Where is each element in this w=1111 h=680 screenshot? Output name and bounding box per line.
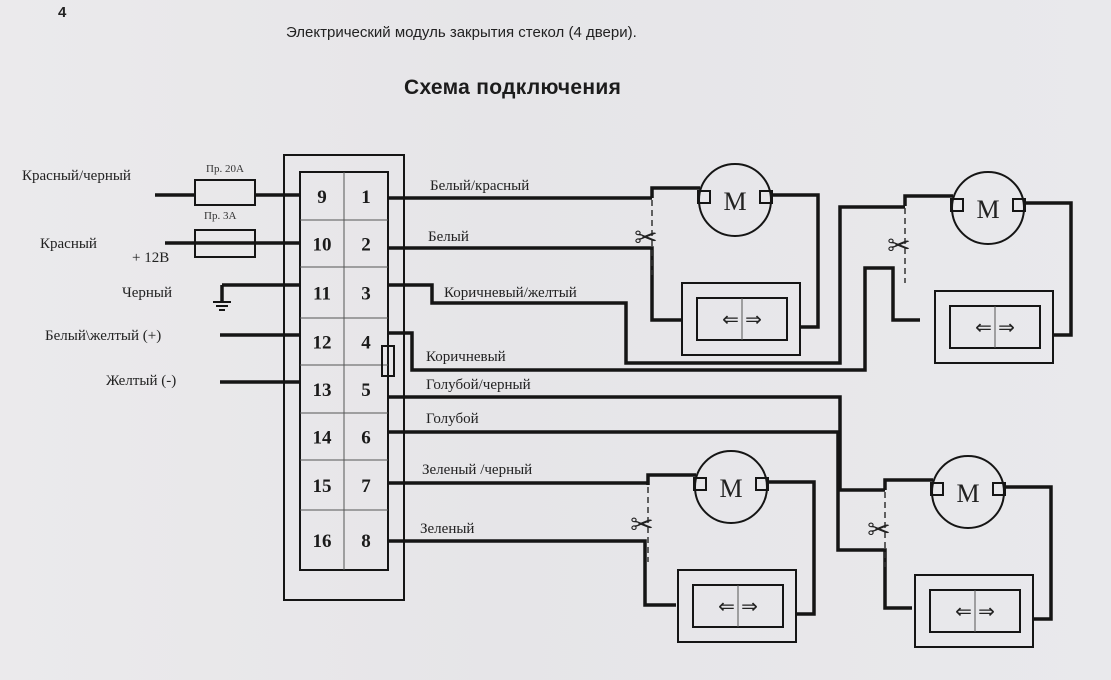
window-switch-arrows-icon: ⇐ ⇒ — [955, 599, 995, 623]
page-number: 4 — [58, 4, 67, 21]
wire-pin-6 — [388, 430, 912, 610]
wire-pin-8 — [388, 539, 676, 607]
door-unit-front-right: M ✂ ⇐ ⇒ — [887, 171, 1073, 364]
diagram-title: Схема подключения — [404, 76, 622, 99]
pin-number-10: 10 — [313, 235, 332, 256]
wire-pin-3 — [388, 205, 905, 365]
pin-number-7: 7 — [361, 476, 371, 497]
ground-icon — [213, 301, 231, 311]
fuse-3a — [194, 229, 256, 258]
pin-number-12: 12 — [313, 333, 332, 354]
window-switch-arrows-icon: ⇐ ⇒ — [975, 315, 1015, 339]
wire-label-5: Голубой/черный — [426, 377, 531, 393]
wire-pin-2 — [388, 246, 682, 322]
motor-wiring — [883, 478, 1053, 621]
window-switch-outer — [681, 282, 801, 356]
fuse-label-3a: Пр. 3А — [204, 210, 236, 222]
input-label-12: Белый\желтый (+) — [45, 328, 161, 344]
fuse-label-20a: Пр. 20А — [206, 163, 244, 175]
wire-pin-11 — [220, 283, 300, 302]
motor-label: M — [723, 187, 746, 216]
window-switch-outer — [677, 569, 797, 643]
wire-pin-5 — [388, 395, 885, 492]
input-label-13: Желтый (-) — [106, 373, 176, 389]
motor-terminal-right — [992, 482, 1006, 496]
window-switch-arrows-icon: ⇐ ⇒ — [718, 594, 758, 618]
wire-label-1: Белый/красный — [430, 178, 529, 194]
door-unit-rear-left: M ✂ ⇐ ⇒ — [630, 450, 816, 643]
pin-number-2: 2 — [361, 235, 371, 256]
connector-block: 9 1 10 2 11 3 12 4 13 5 14 6 15 7 16 8 — [283, 154, 405, 601]
pin-number-16: 16 — [313, 531, 332, 552]
connector-outer-frame — [283, 154, 405, 601]
motor-label: M — [719, 474, 742, 503]
scissors-icon: ✂ — [867, 513, 890, 546]
motor-wiring — [646, 473, 816, 616]
pin-number-9: 9 — [317, 187, 327, 208]
scissors-icon: ✂ — [887, 229, 910, 262]
wire-pin-4 — [388, 266, 920, 372]
door-unit-front-left: M ✂ ⇐ ⇒ — [634, 163, 820, 356]
fuse-20a — [194, 179, 256, 206]
pin-number-1: 1 — [361, 187, 371, 208]
motor-terminal-left — [930, 482, 944, 496]
motor-terminal-left — [950, 198, 964, 212]
pin-number-8: 8 — [361, 531, 371, 552]
pin-number-5: 5 — [361, 380, 371, 401]
scissors-icon: ✂ — [634, 221, 657, 254]
wire-label-6: Голубой — [426, 411, 479, 427]
door-unit-rear-right: M ✂ ⇐ ⇒ — [867, 455, 1053, 648]
wire-label-2: Белый — [428, 229, 469, 245]
pin-number-13: 13 — [313, 380, 332, 401]
input-label-10: Красный — [40, 236, 97, 252]
connector-jumper — [381, 345, 395, 377]
door-units: M ✂ ⇐ ⇒ M ✂ ⇐ ⇒ M ✂ ⇐ ⇒ M ✂ ⇐ ⇒ — [630, 163, 1073, 648]
window-switch-outer — [914, 574, 1034, 648]
motor-label: M — [956, 479, 979, 508]
pin-number-14: 14 — [313, 428, 333, 449]
motor-terminal-right — [755, 477, 769, 491]
page-subtitle: Электрический модуль закрытия стекол (4 … — [286, 24, 637, 41]
wire-label-7: Зеленый /черный — [422, 462, 532, 478]
motor-terminal-right — [759, 190, 773, 204]
motor-wiring — [903, 194, 1073, 337]
window-switch-arrows-icon: ⇐ ⇒ — [722, 307, 762, 331]
pin-number-3: 3 — [361, 284, 371, 305]
pin-number-6: 6 — [361, 428, 371, 449]
motor-terminal-left — [693, 477, 707, 491]
right-wires: Белый/красный Белый Коричневый/желтый Ко… — [388, 178, 920, 610]
pin-grid: 9 1 10 2 11 3 12 4 13 5 14 6 15 7 16 8 — [300, 187, 388, 552]
motor-terminal-left — [697, 190, 711, 204]
pin-number-11: 11 — [313, 284, 331, 305]
input-label-9: Красный/черный — [22, 168, 131, 184]
wire-label-8: Зеленый — [420, 521, 474, 537]
motor-terminal-right — [1012, 198, 1026, 212]
wire-label-3: Коричневый/желтый — [444, 285, 577, 301]
voltage-note: + 12В — [132, 250, 169, 266]
window-switch-outer — [934, 290, 1054, 364]
pin-number-15: 15 — [313, 476, 332, 497]
wire-label-4: Коричневый — [426, 349, 506, 365]
motor-label: M — [976, 195, 999, 224]
input-label-11: Черный — [122, 285, 172, 301]
left-inputs: Красный/черный Пр. 20А Красный Пр. 3А + … — [22, 163, 300, 389]
pin-number-4: 4 — [361, 333, 371, 354]
scissors-icon: ✂ — [630, 508, 653, 541]
motor-wiring — [650, 186, 820, 329]
